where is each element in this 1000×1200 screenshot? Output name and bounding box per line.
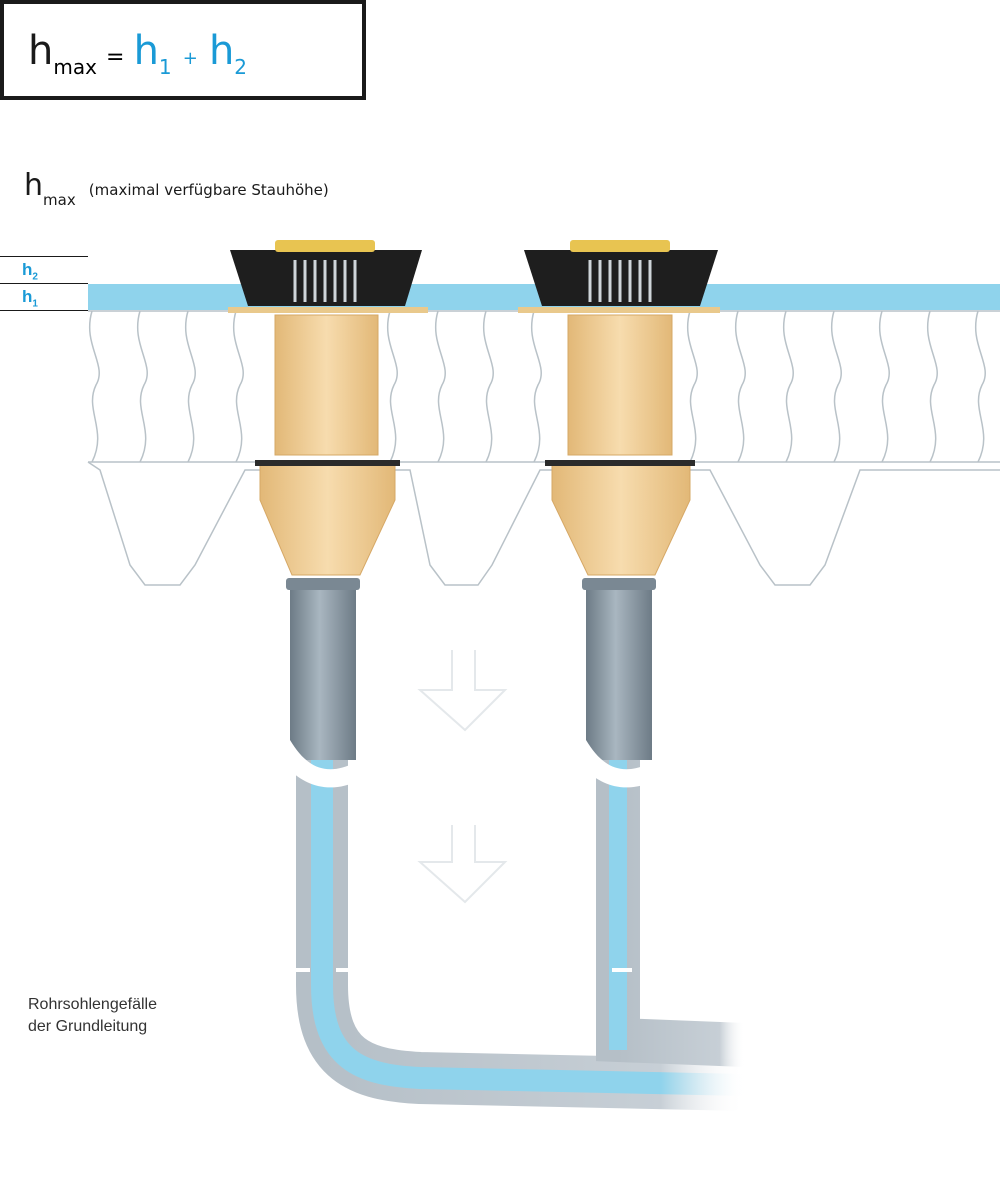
formula-lhs: h <box>28 28 54 74</box>
pipe-grade-line1: Rohrsohlengefälle <box>28 996 157 1013</box>
h1-label: h1 <box>22 287 38 310</box>
formula-plus: + <box>182 48 198 69</box>
h1-row: h1 <box>0 283 88 311</box>
pipe-grade-label: Rohrsohlengefälle der Grundleitung <box>28 994 157 1038</box>
insulation-layer <box>88 310 1000 463</box>
h-side-labels: h2 h1 <box>0 256 90 311</box>
hmax-label: hmax (maximal verfügbare Stauhöhe) <box>24 168 329 209</box>
formula-term1-sub: 1 <box>158 55 172 79</box>
right-downpipe <box>586 585 652 760</box>
left-downpipe <box>290 585 356 760</box>
formula-term2-sub: 2 <box>234 55 248 79</box>
formula-term2: h <box>208 28 235 74</box>
left-drain <box>228 240 428 788</box>
formula-lhs-sub: max <box>53 55 97 79</box>
hmax-symbol: h <box>24 168 44 203</box>
hmax-description: (maximal verfügbare Stauhöhe) <box>88 181 329 199</box>
branch-pipe <box>596 760 746 1067</box>
h2-row: h2 <box>0 256 88 283</box>
ground-pipe-water <box>311 760 746 1096</box>
pipe-grade-line2: der Grundleitung <box>28 1018 148 1035</box>
hmax-sub: max <box>43 191 76 209</box>
trapezoidal-deck <box>87 461 1000 586</box>
h2-label: h2 <box>22 260 38 283</box>
formula-equals: = <box>106 45 125 70</box>
formula-box: hmax = h1 + h2 <box>0 0 366 100</box>
formula-term1: h <box>133 28 159 74</box>
formula: hmax = h1 + h2 <box>28 28 247 79</box>
right-drain <box>518 240 720 788</box>
flow-arrows <box>417 650 508 904</box>
